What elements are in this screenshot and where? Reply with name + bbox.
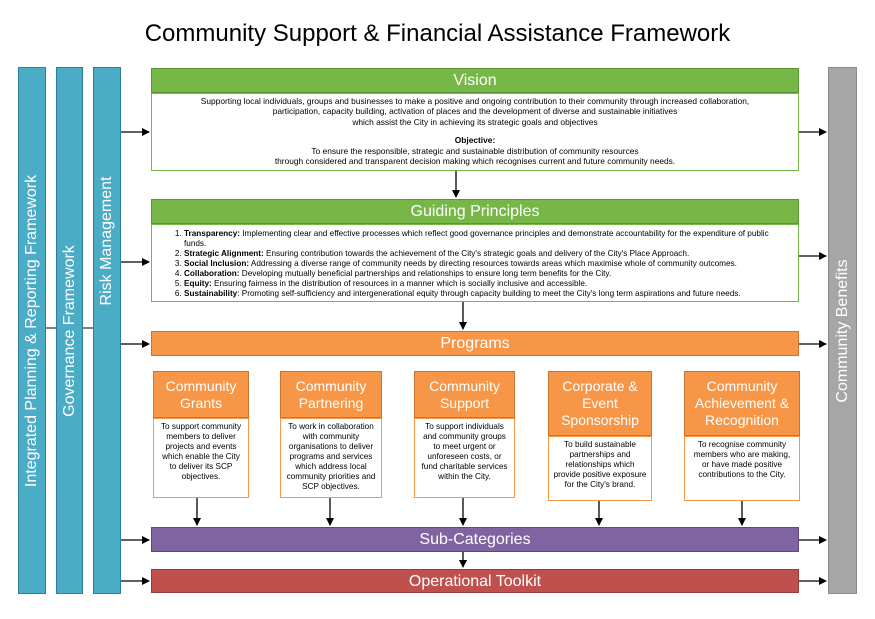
program-title-community-partnering: Community Partnering [280, 371, 382, 418]
guiding-principles-panel: Transparency: Implementing clear and eff… [151, 224, 799, 302]
objective-label: Objective: [454, 135, 496, 146]
principle-item: Social Inclusion: Addressing a diverse r… [184, 259, 792, 269]
program-title-community-grants: Community Grants [153, 371, 249, 418]
program-desc-corporate-event-sponsorship: To build sustainable partnerships and re… [548, 436, 652, 501]
program-title-corporate-event-sponsorship: Corporate & Event Sponsorship [548, 371, 652, 436]
vision-panel: Supporting local individuals, groups and… [151, 93, 799, 171]
principle-item: Equity: Ensuring fairness in the distrib… [184, 279, 792, 289]
principle-text: Implementing clear and effective process… [184, 229, 769, 248]
program-desc-community-support: To support individuals and community gro… [414, 418, 515, 498]
objective-text-line: through considered and transparent decis… [274, 156, 676, 167]
community-benefits-bar: Community Benefits [828, 67, 857, 594]
principle-text: : Promoting self-sufficiency and interge… [237, 289, 741, 298]
objective-text-line: To ensure the responsible, strategic and… [311, 145, 639, 156]
principle-term: Transparency: [184, 229, 240, 238]
operational-toolkit-bar: Operational Toolkit [151, 569, 799, 593]
sub-categories-bar: Sub-Categories [151, 527, 799, 552]
principle-text: Addressing a diverse range of community … [249, 259, 737, 268]
page-title: Community Support & Financial Assistance… [144, 20, 731, 47]
vision-text-line: which assist the City in achieving its s… [352, 116, 598, 127]
vision-text-line: participation, capacity building, activa… [272, 106, 678, 117]
program-desc-community-grants: To support community members to deliver … [153, 418, 249, 498]
governance-bar: Governance Framework [56, 67, 83, 594]
principle-item: Collaboration: Developing mutually benef… [184, 269, 792, 279]
vision-header: Vision [151, 68, 799, 93]
vision-text-line: Supporting local individuals, groups and… [200, 96, 750, 106]
programs-header: Programs [151, 331, 799, 356]
principle-text: Ensuring contribution towards the achiev… [263, 249, 690, 258]
principle-term: Social Inclusion: [184, 259, 250, 268]
principle-item: Strategic Alignment: Ensuring contributi… [184, 249, 792, 259]
principles-list: Transparency: Implementing clear and eff… [152, 229, 798, 299]
principle-term: Collaboration: [184, 269, 240, 278]
principle-term: Strategic Alignment: [184, 249, 264, 258]
principle-term: Equity: [184, 279, 212, 288]
program-title-community-achievement: Community Achievement & Recognition [684, 371, 800, 436]
principle-item: Sustainability: Promoting self-sufficien… [184, 289, 792, 299]
program-desc-community-partnering: To work in collaboration with community … [280, 418, 382, 498]
principle-text: Developing mutually beneficial partnersh… [239, 269, 612, 278]
guiding-principles-header: Guiding Principles [151, 199, 799, 224]
principle-item: Transparency: Implementing clear and eff… [184, 229, 792, 249]
program-title-community-support: Community Support [414, 371, 515, 418]
principle-text: Ensuring fairness in the distribution of… [211, 279, 588, 288]
program-desc-community-achievement: To recognise community members who are m… [684, 436, 800, 501]
integrated-planning-bar: Integrated Planning & Reporting Framewor… [18, 67, 46, 594]
risk-management-bar: Risk Management [93, 67, 121, 594]
principle-term: Sustainability [184, 289, 238, 298]
